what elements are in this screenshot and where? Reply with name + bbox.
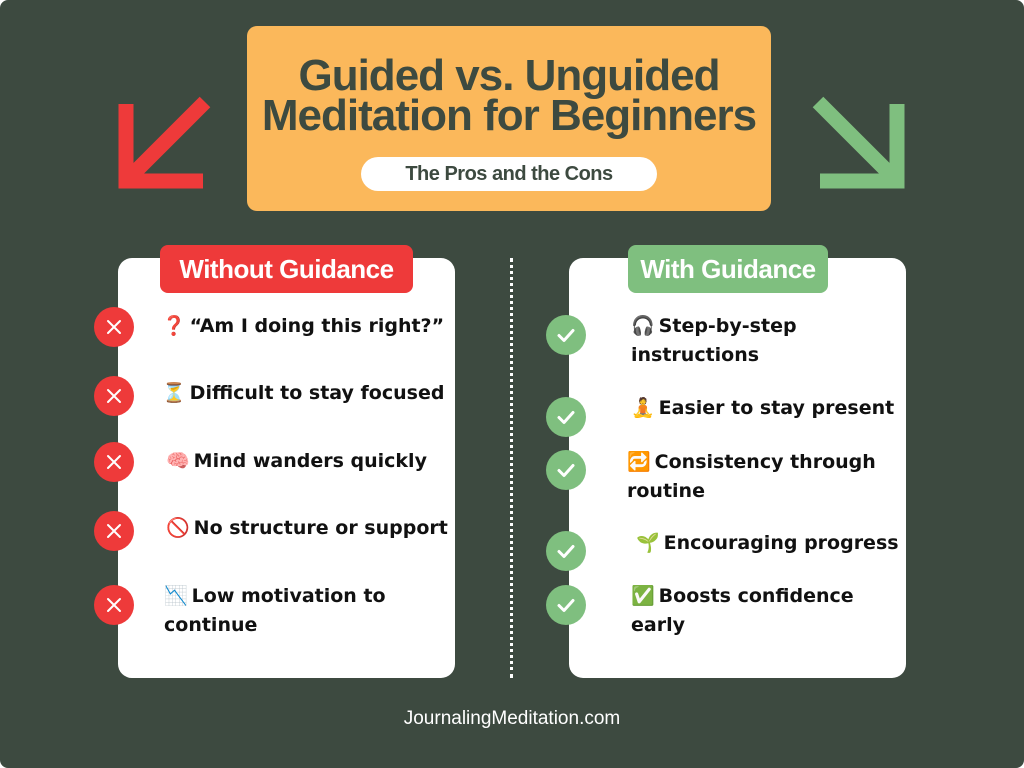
x-mark-icon [94,585,134,625]
con-item: 🧠Mind wanders quickly [166,447,427,476]
footer-website: JournalingMeditation.com [403,708,621,729]
title-line-1: Guided vs. Unguided [298,51,720,100]
meditating-person-icon: 🧘 [631,397,655,419]
title-box: Guided vs. Unguided Meditation for Begin… [247,26,771,211]
pro-item: 🎧Step-by-step instructions [631,312,797,370]
without-guidance-header: Without Guidance [160,245,413,293]
con-text: Mind wanders quickly [193,450,427,472]
pro-text: Boosts confidence [658,585,854,607]
pro-item: 🧘Easier to stay present [631,394,894,423]
check-mark-icon [546,585,586,625]
pro-text-continued: routine [627,480,705,502]
pro-text-continued: early [631,614,685,636]
check-mark-icon [546,450,586,490]
brain-icon: 🧠 [166,450,190,472]
pro-text-continued: instructions [631,344,760,366]
pro-item: 🌱Encouraging progress [636,529,899,558]
hourglass-icon: ⏳ [162,382,186,404]
without-guidance-card [118,258,455,678]
repeat-icon: 🔁 [627,451,651,473]
con-text: Low motivation to [191,585,386,607]
x-mark-icon [94,376,134,416]
prohibited-icon: 🚫 [166,517,190,539]
con-item: 📉Low motivation to continue [164,582,386,640]
con-text: “Am I doing this right?” [189,315,445,337]
with-guidance-card [569,258,906,678]
question-mark-icon: ❓ [162,315,186,337]
check-mark-icon [546,397,586,437]
pro-text: Easier to stay present [658,397,895,419]
check-mark-icon [546,531,586,571]
seedling-icon: 🌱 [636,532,660,554]
title-line-2: Meditation for Beginners [261,91,757,140]
subtitle-pill: The Pros and the Cons [361,157,657,191]
dotted-divider [510,258,513,678]
green-arrow-down-right-icon [812,96,905,189]
chart-decreasing-icon: 📉 [164,585,188,607]
x-mark-icon [94,511,134,551]
con-item: 🚫No structure or support [166,514,448,543]
x-mark-icon [94,442,134,482]
pro-item: 🔁Consistency through routine [627,448,876,506]
con-text: Difficult to stay focused [189,382,445,404]
pro-text: Consistency through [654,451,876,473]
con-item: ⏳Difficult to stay focused [162,379,444,408]
con-text-continued: continue [164,614,258,636]
headphones-icon: 🎧 [631,315,655,337]
con-text: No structure or support [193,517,448,539]
con-item: ❓“Am I doing this right?” [162,312,444,341]
check-mark-icon [546,315,586,355]
pro-item: ✅Boosts confidence early [631,582,854,640]
x-mark-icon [94,307,134,347]
with-guidance-header: With Guidance [628,245,828,293]
pro-text: Encouraging progress [663,532,899,554]
pro-text: Step-by-step [658,315,797,337]
check-mark-button-icon: ✅ [631,585,655,607]
red-arrow-down-left-icon [118,96,211,189]
